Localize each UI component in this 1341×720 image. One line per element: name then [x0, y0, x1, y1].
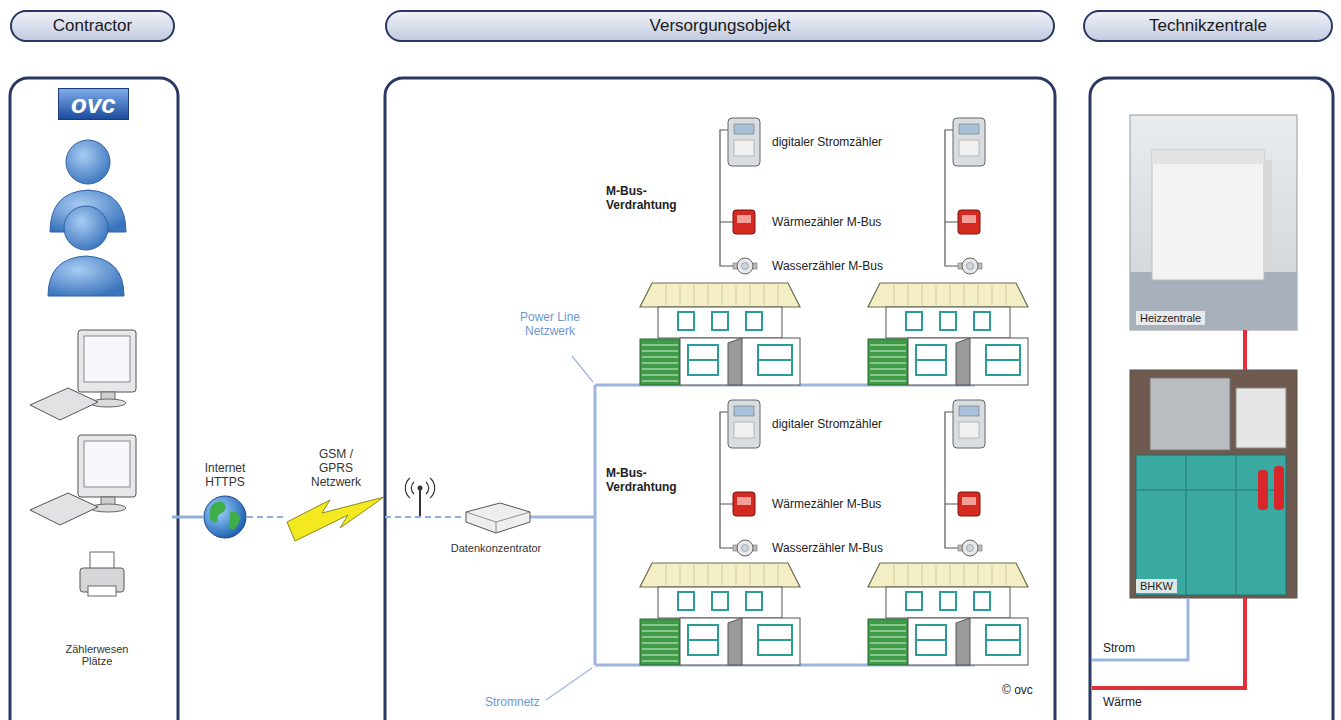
meter-label: digitaler Stromzähler — [772, 417, 882, 431]
node-label: Versorgungsobjekt — [650, 16, 791, 36]
illustration-part — [48, 256, 124, 296]
wiring-label: M-Bus-Verdrahtung — [606, 184, 690, 212]
connector — [1243, 330, 1247, 370]
illustration-part — [66, 140, 110, 184]
illustration-part — [1150, 378, 1230, 450]
line-label: Strom — [1103, 641, 1135, 655]
panel-header: Versorgungsobjekt — [385, 10, 1055, 42]
illustration-part — [546, 668, 592, 700]
illustration-part — [640, 563, 800, 665]
heating-photo — [1130, 115, 1297, 330]
illustration-part — [84, 336, 130, 382]
illustration-part — [1136, 455, 1286, 595]
chp-photo — [1130, 370, 1297, 598]
illustration-part — [945, 400, 985, 556]
illustration-part — [385, 78, 1055, 720]
illustration-part — [466, 512, 530, 533]
meter-label: Wasserzähler M-Bus — [772, 541, 883, 555]
meter-label: Wärmezähler M-Bus — [772, 215, 881, 229]
illustration-part — [1130, 272, 1297, 330]
node-label: Technikzentrale — [1149, 16, 1267, 36]
illustration-part — [10, 78, 178, 720]
leader-lines — [546, 356, 593, 700]
chp-photo: BHKW — [1130, 370, 1297, 598]
node-label: Datenkonzentrator — [451, 542, 542, 554]
copyright-note: © ovc — [1002, 683, 1033, 697]
internet-globe: Internet HTTPS — [203, 495, 247, 539]
illustration-part — [945, 118, 985, 274]
node-label: Internet HTTPS — [193, 461, 257, 489]
illustration-part — [594, 385, 597, 665]
illustration-part — [1274, 466, 1284, 510]
meter-label: digitaler Stromzähler — [772, 135, 882, 149]
illustration-part — [1264, 160, 1272, 272]
illustration-part — [228, 512, 240, 530]
illustration-part — [30, 493, 98, 525]
illustration-part — [1130, 370, 1297, 598]
line-label: Wärme — [1103, 695, 1142, 709]
network-label: Power Line Netzwerk — [518, 310, 582, 338]
meter-label: Wasserzähler M-Bus — [772, 259, 883, 273]
data-concentrator: Datenkonzentrator — [462, 500, 530, 536]
illustration-part — [78, 330, 136, 392]
node-label: BHKW — [1136, 579, 1177, 593]
node-label: GSM / GPRS Netzwerk — [304, 447, 368, 489]
illustration-part — [572, 356, 593, 382]
connector — [247, 516, 287, 518]
illustration-part — [90, 552, 114, 570]
supply-lines — [1092, 598, 1245, 688]
connector — [172, 516, 203, 519]
company-logo: ovc — [58, 88, 129, 120]
node-label: Heizzentrale — [1136, 311, 1205, 325]
illustration-part — [88, 586, 116, 596]
node-label: Zählerwesen Plätze — [62, 643, 132, 667]
concentrator-icon — [466, 503, 530, 533]
illustration-part — [1136, 455, 1286, 595]
illustration-part — [1236, 388, 1286, 448]
panel-header: Technikzentrale — [1083, 10, 1333, 42]
heating-plant-photo: Heizzentrale — [1130, 115, 1297, 330]
illustration-part — [209, 501, 225, 522]
illustration-part — [466, 503, 530, 533]
illustration-part — [84, 441, 130, 487]
illustration-part — [868, 563, 1028, 665]
illustration-part — [720, 400, 760, 556]
panel-header: Contractor — [10, 10, 175, 42]
illustration-part — [1092, 598, 1188, 660]
illustration-part — [204, 496, 246, 538]
user-icons — [48, 140, 126, 296]
illustration-part — [1152, 150, 1264, 280]
connector — [385, 516, 462, 518]
illustration-part — [1092, 598, 1245, 688]
illustration-part — [1152, 150, 1264, 164]
illustration-part — [30, 388, 98, 420]
illustration-part — [419, 490, 421, 517]
illustration-part — [1090, 78, 1333, 720]
node-label: Contractor — [53, 16, 132, 36]
illustration-part — [868, 283, 1028, 385]
wiring-label: M-Bus-Verdrahtung — [606, 466, 690, 494]
illustration-part — [530, 516, 595, 519]
illustration-part — [405, 478, 434, 498]
gsm-network: GSM / GPRS Netzwerk — [287, 495, 385, 541]
workstation-group: Zählerwesen Plätze — [22, 305, 172, 667]
panel-outlines — [10, 78, 1333, 720]
workstation-icons — [30, 330, 136, 596]
illustration-part — [1258, 470, 1268, 510]
meter-label: Wärmezähler M-Bus — [772, 497, 881, 511]
illustration-part — [720, 118, 760, 274]
illustration-part — [418, 486, 423, 491]
illustration-part — [640, 283, 800, 385]
illustration-part — [78, 435, 136, 497]
illustration-part — [287, 497, 384, 541]
illustration-part — [1130, 115, 1297, 330]
illustration-part — [64, 206, 108, 250]
network-label: Stromnetz — [485, 695, 540, 709]
